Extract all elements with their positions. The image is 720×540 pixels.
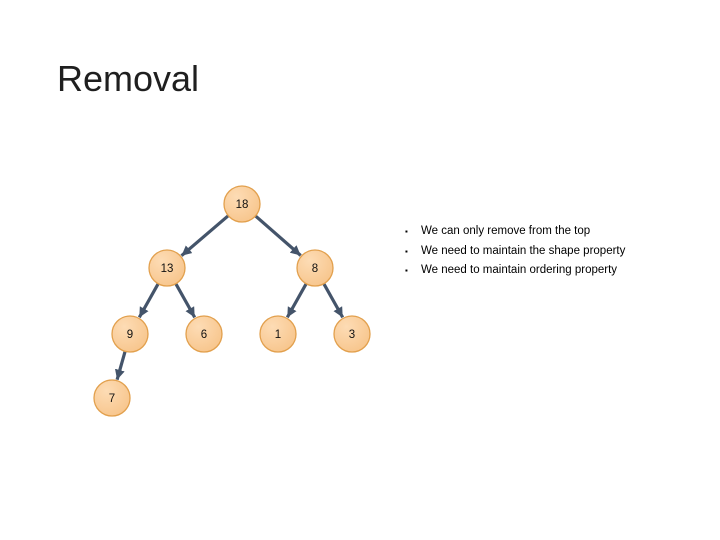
tree-node-circle [148,249,186,287]
bullet-item: ▪ We need to maintain ordering property [405,261,685,281]
tree-edge-9-7 [114,350,127,381]
tree-edge-8-1 [285,282,308,319]
bullet-text: We can only remove from the top [421,225,591,237]
tree-node-3: 3 [333,315,371,353]
tree-edge-8-3 [322,282,345,319]
tree-node-circle [259,315,297,353]
tree-node-9: 9 [111,315,149,353]
tree-node-circle [185,315,223,353]
tree-node-7: 7 [93,379,131,417]
tree-node-6: 6 [185,315,223,353]
tree-node-circle [223,185,261,223]
tree-node-label: 13 [161,263,174,275]
bullet-square-icon: ▪ [405,266,408,275]
tree-node-label: 8 [312,263,318,275]
tree-edges [114,214,345,381]
tree-node-18: 18 [223,185,261,223]
tree-node-circle [111,315,149,353]
tree-node-1: 1 [259,315,297,353]
slide-title: Removal [57,58,200,99]
tree-edge-18-8 [254,214,302,257]
tree-node-label: 3 [349,329,355,341]
tree-edge-13-6 [174,282,197,319]
tree-node-label: 1 [275,329,281,341]
tree-node-label: 18 [236,199,249,211]
tree-edge-13-9 [137,282,160,319]
tree-node-circle [296,249,334,287]
bullet-item: ▪ We need to maintain the shape property [405,242,685,262]
tree-edge-18-13 [180,214,230,257]
bullet-square-icon: ▪ [405,227,408,236]
tree-node-label: 6 [201,329,207,341]
bullet-item: ▪ We can only remove from the top [405,222,685,242]
tree-node-circle [333,315,371,353]
tree-node-8: 8 [296,249,334,287]
tree-node-13: 13 [148,249,186,287]
bullet-text: We need to maintain the shape property [421,244,626,257]
tree-node-circle [93,379,131,417]
bullet-text: We need to maintain ordering property [421,264,618,276]
bullet-list: ▪ We can only remove from the top ▪ We n… [405,222,685,281]
bullet-square-icon: ▪ [405,246,408,256]
tree-node-label: 7 [109,393,115,405]
tree-node-label: 9 [127,329,133,341]
